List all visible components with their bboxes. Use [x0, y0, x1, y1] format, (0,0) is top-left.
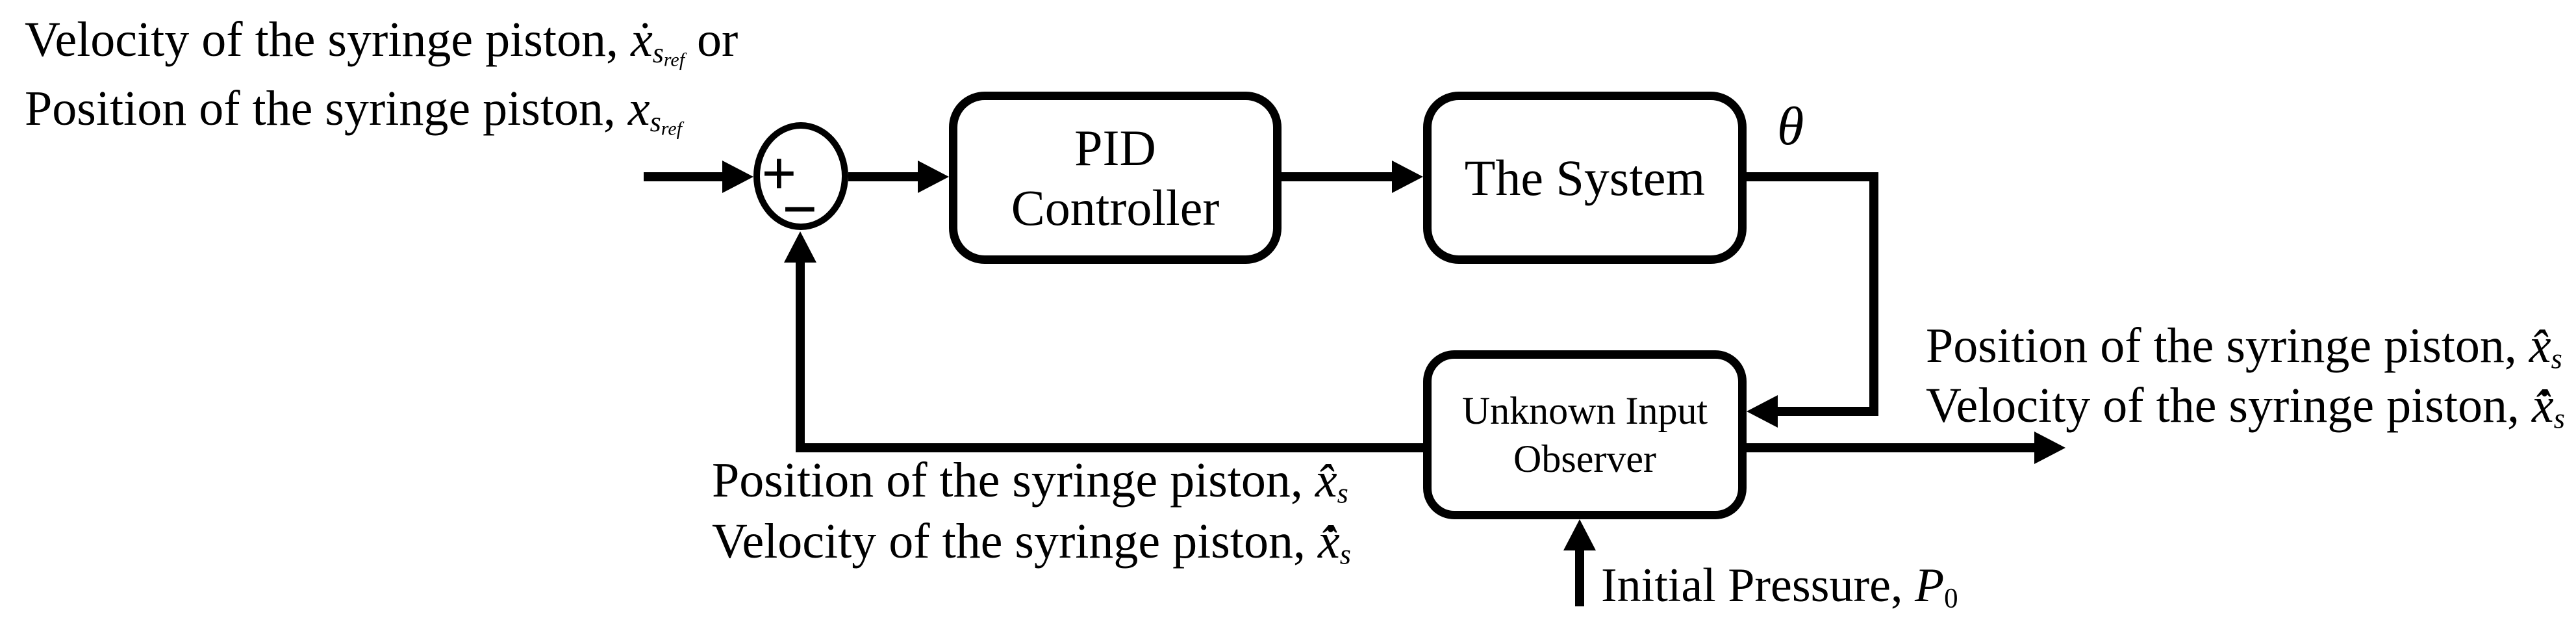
feedback-arrowhead-icon	[784, 231, 816, 263]
pid-to-system-arrowhead-icon	[1392, 161, 1423, 193]
reference-input-label-line1: Velocity of the syringe piston, ẋsref or	[25, 12, 739, 71]
pid-controller-label-line2: Controller	[1011, 179, 1220, 236]
reference-input-line	[644, 172, 726, 181]
summing-to-pid-line	[848, 172, 918, 181]
output-estimates-label: Position of the syringe piston, x̂s Velo…	[1926, 316, 2565, 435]
pid-to-system-line	[1282, 172, 1393, 181]
reference-input-label-line2: Position of the syringe piston, xsref	[25, 81, 682, 140]
output-estimates-label-line2: Velocity of the syringe piston, x̂̇s	[1926, 378, 2565, 435]
observer-label-line1: Unknown Input	[1461, 389, 1708, 432]
system-block: The System	[1423, 92, 1747, 264]
xhatdot-symbol: x̂̇	[1317, 514, 1340, 569]
system-output-line-vertical	[1869, 172, 1878, 416]
output-estimates-label-line1: Position of the syringe piston, x̂s	[1926, 318, 2562, 375]
xhatdot-symbol: x̂̇	[2531, 378, 2554, 433]
initial-pressure-label: Initial Pressure, P0	[1601, 559, 1958, 614]
initial-pressure-line	[1575, 549, 1584, 606]
unknown-input-observer-block: Unknown Input Observer	[1423, 350, 1747, 519]
xdot-ref-symbol: ẋ	[630, 12, 653, 67]
feedback-estimates-label: Position of the syringe piston, x̂s Velo…	[712, 450, 1351, 572]
xhat-symbol: x̂	[1315, 453, 1337, 508]
feedback-estimates-label-line1: Position of the syringe piston, x̂s	[712, 453, 1348, 510]
observer-input-line	[1776, 407, 1869, 416]
reference-input-arrowhead-icon	[722, 161, 753, 193]
system-block-label: The System	[1464, 149, 1706, 206]
observer-input-arrowhead-icon	[1747, 395, 1778, 428]
initial-pressure-arrowhead-icon	[1563, 519, 1596, 550]
xhat-symbol: x̂	[2529, 318, 2551, 373]
minus-sign: −	[782, 174, 818, 244]
theta-output-label: θ	[1777, 96, 1804, 157]
reference-input-label: Velocity of the syringe piston, ẋsref or…	[25, 5, 738, 143]
feedback-line-vertical	[796, 260, 805, 452]
x-ref-symbol: x	[627, 81, 650, 136]
pid-controller-label-line1: PID	[1074, 119, 1156, 176]
plus-sign: +	[761, 138, 797, 208]
observer-output-line	[1741, 443, 2039, 452]
summing-to-pid-arrowhead-icon	[918, 161, 949, 193]
pressure-symbol: P	[1914, 559, 1945, 612]
feedback-estimates-label-line2: Velocity of the syringe piston, x̂̇s	[712, 514, 1351, 571]
observer-output-arrowhead-icon	[2034, 432, 2065, 464]
observer-label-line2: Observer	[1513, 437, 1656, 480]
pid-controller-block: PID Controller	[949, 92, 1282, 264]
feedback-line-horizontal	[796, 443, 1426, 452]
summing-junction	[753, 122, 848, 230]
system-output-line-horizontal	[1747, 172, 1878, 181]
